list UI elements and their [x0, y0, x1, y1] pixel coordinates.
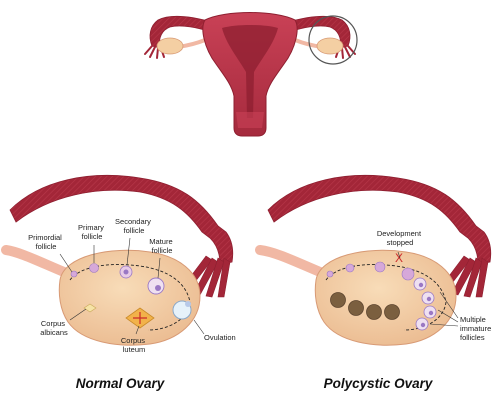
left-small-ovary [156, 37, 184, 55]
primary-follicle-label: Primary follicle [78, 223, 106, 241]
cyst-icon [330, 292, 400, 320]
ovulation-label: Ovulation [204, 333, 236, 342]
secondary-follicle-label: Secondary follicle [115, 217, 153, 235]
released-oocyte [185, 301, 191, 307]
corpus-albicans-icon [83, 303, 97, 313]
secondary-follicle-oocyte [123, 269, 129, 275]
normal-ovary-panel: Primordial follicle Primary follicle Sec… [1, 174, 236, 391]
mature-follicle-oocyte [155, 285, 161, 291]
normal-ovary-caption: Normal Ovary [76, 376, 166, 391]
primordial-follicle-label: Primordial follicle [28, 233, 64, 251]
normal-ovary-icon [58, 249, 201, 346]
right-small-ovary [316, 37, 344, 55]
pcos-fallopian-tube [267, 174, 492, 265]
polycystic-ovary-caption: Polycystic Ovary [324, 376, 434, 391]
primary-follicle-icon [89, 263, 99, 273]
pcos-early-follicles [326, 261, 415, 281]
corpus-luteum-core [133, 312, 147, 324]
pcos-immature-follicle-cores [418, 282, 434, 328]
uterus-illustration [144, 12, 358, 137]
corpus-luteum-label: Corpus luteum [121, 336, 147, 354]
development-stopped-label: Development stopped [377, 229, 423, 247]
pcos-ovarian-ligament [255, 245, 325, 277]
normal-leader-lines [59, 237, 205, 335]
mature-follicle-label: Mature follicle [149, 237, 174, 255]
polycystic-ovary-panel: X Development stopped Multiple immature … [255, 174, 493, 391]
normal-fimbriae [181, 255, 231, 298]
pcos-leader-lines [397, 251, 459, 327]
corpus-albicans-label: Corpus albicans [40, 319, 68, 337]
magnifier-circle-icon [308, 15, 358, 65]
normal-ovarian-ligament [1, 245, 69, 277]
development-stopped-mark: X [395, 251, 403, 265]
cervix [236, 112, 264, 128]
multiple-immature-follicles-label: Multiple immature follicles [460, 315, 493, 342]
primordial-follicle-icon [70, 270, 78, 278]
uterine-cavity [222, 25, 278, 118]
normal-fallopian-tube [9, 174, 234, 265]
